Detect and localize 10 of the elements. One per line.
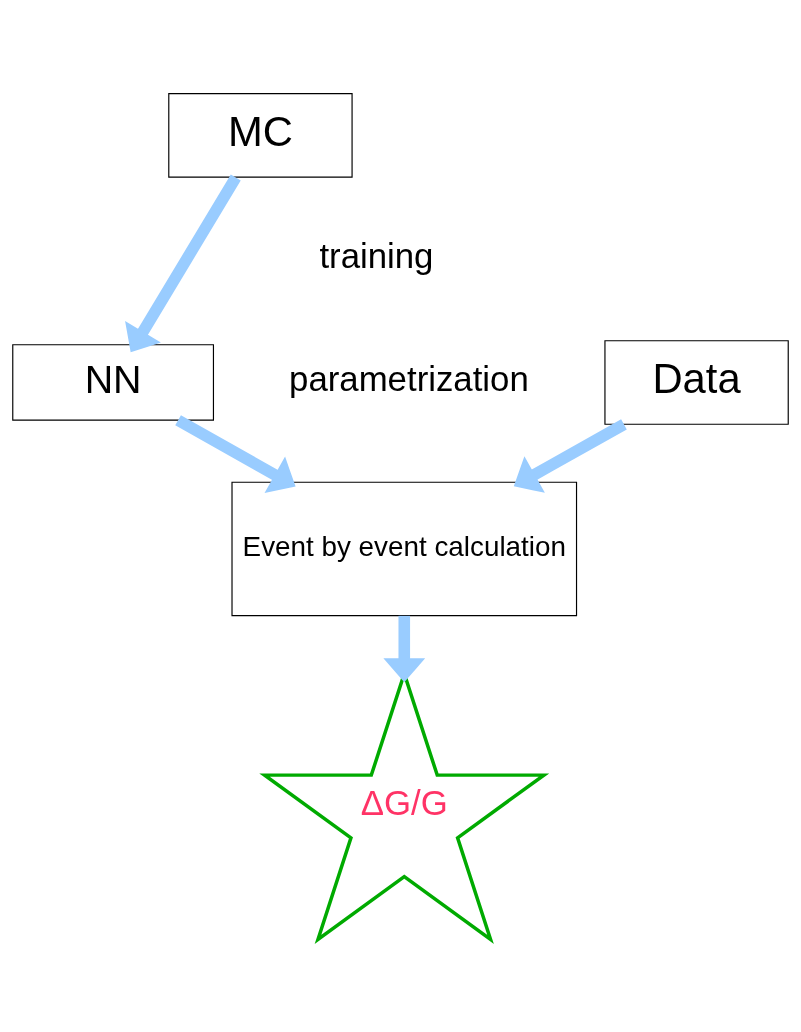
- node-box: Event by event calculation: [231, 481, 578, 616]
- arrow: [125, 174, 241, 352]
- node-box: MC: [168, 92, 353, 178]
- arrow: [175, 414, 296, 493]
- label: training: [319, 236, 434, 275]
- arrow: [383, 615, 426, 682]
- node-box: Data: [604, 339, 789, 425]
- label: parametrization: [289, 359, 529, 398]
- node-box: NN: [12, 343, 215, 421]
- arrow: [513, 418, 627, 493]
